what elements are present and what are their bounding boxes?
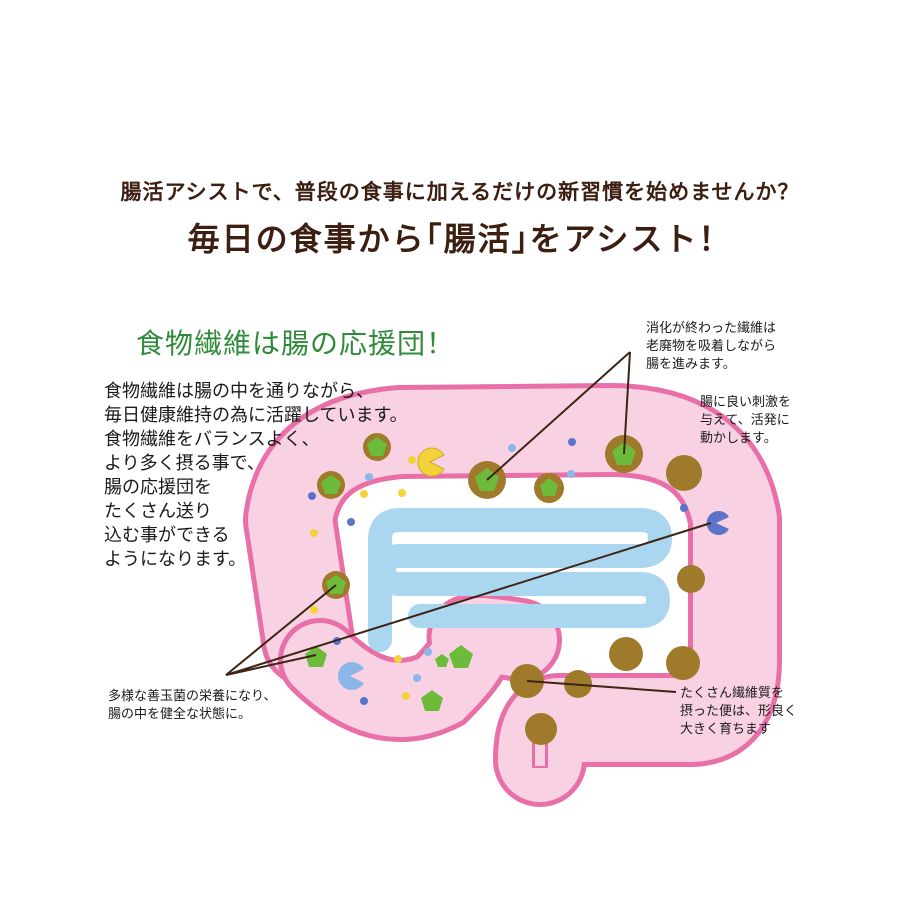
headline-line1: 腸活アシストで、普段の食事に加えるだけの新習慣を始めませんか？ — [120, 180, 800, 204]
fiber-pellet — [317, 471, 345, 499]
body-text: 食物繊維は腸の中を通りながら、 毎日健康維持の為に活躍しています。 食物繊維をバ… — [104, 380, 408, 572]
callout-top-right: 消化が終わった繊維は 老廃物を吸着しながら 腸を進みます。 — [646, 320, 776, 374]
body-line: 腸の応援団を — [104, 477, 212, 498]
callout-bottom-right: たくさん繊維質を 摂った便は、形良く 大きく育ちます — [680, 685, 797, 739]
callout-line: 与えて、活発に — [700, 413, 790, 428]
callout-line: 腸に良い刺激を — [700, 395, 792, 410]
bacteria-yellow — [417, 447, 445, 477]
callout-right-upper: 腸に良い刺激を 与えて、活発に 動かします。 — [700, 394, 791, 448]
body-line: 込む事ができる — [104, 525, 230, 546]
callout-line: 動かします。 — [700, 431, 777, 446]
callout-line: 腸の中を健全な状態に。 — [108, 707, 252, 722]
fiber-pellet — [534, 473, 564, 503]
callout-line: 消化が終わった繊維は — [646, 321, 777, 336]
stool-ball — [666, 646, 700, 680]
callout-line: 大きく育ちます — [680, 722, 772, 737]
body-line: 食物繊維は腸の中を通りながら、 — [104, 381, 374, 402]
body-line: たくさん送り — [104, 501, 212, 522]
bacteria-blue — [337, 662, 364, 691]
callout-line: 多様な善玉菌の栄養になり、 — [108, 689, 277, 704]
callout-line: 老廃物を吸着しながら — [646, 339, 777, 354]
body-line: ようになります。 — [104, 549, 247, 570]
stool-ball — [609, 637, 643, 671]
fiber-piece — [421, 690, 443, 711]
fiber-piece — [435, 654, 449, 667]
large-intestine-inner — [248, 388, 777, 802]
body-line: より多く摂る事で、 — [104, 453, 265, 474]
callout-line: たくさん繊維質を — [680, 686, 785, 701]
fiber-pellet — [363, 433, 391, 461]
section-title: 食物繊維は腸の応援団！ — [136, 327, 456, 360]
body-line: 毎日健康維持の為に活躍しています。 — [104, 405, 408, 426]
callout-line: 腸を進みます。 — [646, 357, 736, 372]
callout-bottom-left: 多様な善玉菌の栄養になり、 腸の中を健全な状態に。 — [108, 688, 276, 724]
callout-lines — [225, 351, 712, 693]
headline-line2: 毎日の食事から｢腸活｣をアシスト！ — [187, 220, 733, 258]
bacteria-blue — [706, 511, 729, 535]
stool-ball — [525, 713, 557, 745]
stool-ball — [677, 565, 705, 593]
small-dots — [308, 438, 688, 705]
stool-ball — [666, 455, 702, 491]
fiber-piece — [449, 645, 473, 668]
body-line: 食物繊維をバランスよく、 — [104, 429, 320, 450]
callout-line: 摂った便は、形良く — [680, 704, 798, 719]
fiber-piece — [305, 646, 327, 667]
small-intestine — [368, 508, 672, 652]
